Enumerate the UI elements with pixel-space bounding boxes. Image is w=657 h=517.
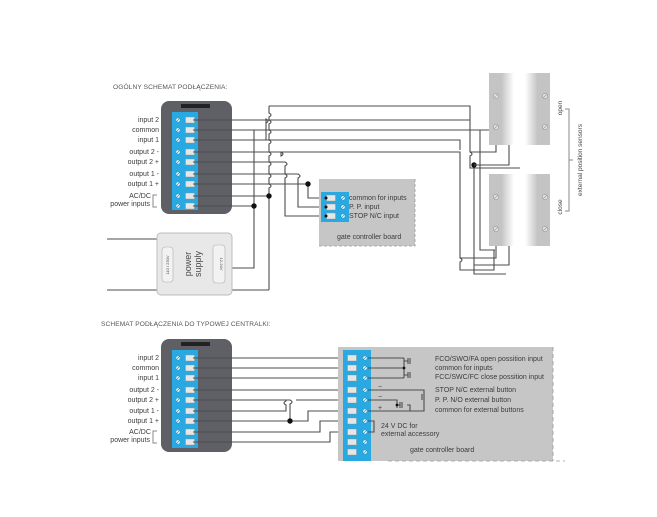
label-acdc: AC/DC bbox=[129, 429, 151, 436]
diagram1-title: OGÓLNY SCHEMAT PODŁĄCZENIA: bbox=[113, 82, 228, 91]
sensor-open-label: open bbox=[557, 100, 564, 115]
junction-dot bbox=[266, 193, 272, 199]
label-output-1-minus: output 1 - bbox=[129, 408, 159, 415]
terminal-common-for-inputs: common for inputs bbox=[349, 195, 407, 202]
label-input-2: input 2 bbox=[138, 355, 159, 362]
power-supply-input-label: 110 / 230V bbox=[165, 255, 170, 274]
label-acdc: AC/DC bbox=[129, 193, 151, 200]
position-sensors bbox=[460, 73, 550, 266]
junction-dot bbox=[251, 203, 257, 209]
power-inputs-bracket bbox=[152, 194, 157, 208]
label-common: common bbox=[132, 127, 159, 134]
module-2-labels: input 2 common input 1 output 2 - output… bbox=[110, 355, 159, 444]
terminal-stop-nc-input: STOP N/C input bbox=[349, 213, 399, 220]
label-power-inputs: power inputs bbox=[110, 437, 150, 444]
sensor-group-label: external position sensors bbox=[577, 123, 584, 196]
label-output-2-minus: output 2 - bbox=[129, 149, 159, 156]
label-input-2: input 2 bbox=[138, 117, 159, 124]
label-input-1: input 1 bbox=[138, 375, 159, 382]
module-2 bbox=[161, 339, 232, 452]
junction-dot bbox=[305, 181, 311, 187]
terminal-pp-input: P. P. input bbox=[349, 204, 380, 211]
label-input-1: input 1 bbox=[138, 137, 159, 144]
power-inputs-bracket bbox=[152, 430, 157, 444]
note-open-position-input: FCO/SWO/FA open possition input bbox=[435, 356, 543, 363]
ac-mains-wires bbox=[107, 238, 157, 291]
module-1-labels: input 2 common input 1 output 2 - output… bbox=[110, 117, 159, 208]
label-power-inputs: power inputs bbox=[110, 201, 150, 208]
label-output-2-minus: output 2 - bbox=[129, 387, 159, 394]
note-close-position-input: FCC/SWC/FC close possition input bbox=[435, 374, 544, 381]
label-output-1-plus: output 1 + bbox=[128, 418, 159, 425]
gate-board-2-label: gate controller board bbox=[410, 447, 474, 454]
diagram2-wires bbox=[193, 357, 346, 443]
note-24vdc-line2: external accessory bbox=[381, 431, 440, 438]
power-supply: 110 / 230V 12-24V power supply bbox=[156, 232, 233, 296]
power-supply-output-label: 12-24V bbox=[219, 258, 224, 271]
note-common-external-buttons: common for external buttons bbox=[435, 407, 524, 414]
junction-dot bbox=[287, 418, 293, 424]
power-supply-word-power: power bbox=[183, 252, 193, 277]
sensor-close-label: close bbox=[557, 199, 564, 215]
module-1 bbox=[161, 101, 232, 214]
gate-board-1-label: gate controller board bbox=[337, 234, 401, 241]
polarity-minus-2: − bbox=[378, 394, 382, 401]
gate-controller-board-2: − − + FCO/SWO/FA open possition input co… bbox=[338, 347, 565, 462]
power-supply-word-supply: supply bbox=[193, 250, 203, 277]
sensor-bracket bbox=[565, 108, 573, 212]
label-output-2-plus: output 2 + bbox=[128, 397, 159, 404]
label-output-1-minus: output 1 - bbox=[129, 171, 159, 178]
note-common-for-inputs: common for inputs bbox=[435, 365, 493, 372]
label-output-1-plus: output 1 + bbox=[128, 181, 159, 188]
label-output-2-plus: output 2 + bbox=[128, 159, 159, 166]
gate-controller-board-1: common for inputs P. P. input STOP N/C i… bbox=[319, 179, 416, 247]
polarity-plus: + bbox=[378, 405, 382, 412]
note-24vdc-line1: 24 V DC for bbox=[381, 423, 418, 430]
diagram2-title: SCHEMAT PODŁĄCZENIA DO TYPOWEJ CENTRALKI… bbox=[101, 321, 271, 328]
polarity-minus-1: − bbox=[378, 384, 382, 391]
label-common: common bbox=[132, 365, 159, 372]
note-stop-nc-button: STOP N/C external button bbox=[435, 387, 516, 394]
note-pp-no-button: P. P. N/O external button bbox=[435, 397, 511, 404]
